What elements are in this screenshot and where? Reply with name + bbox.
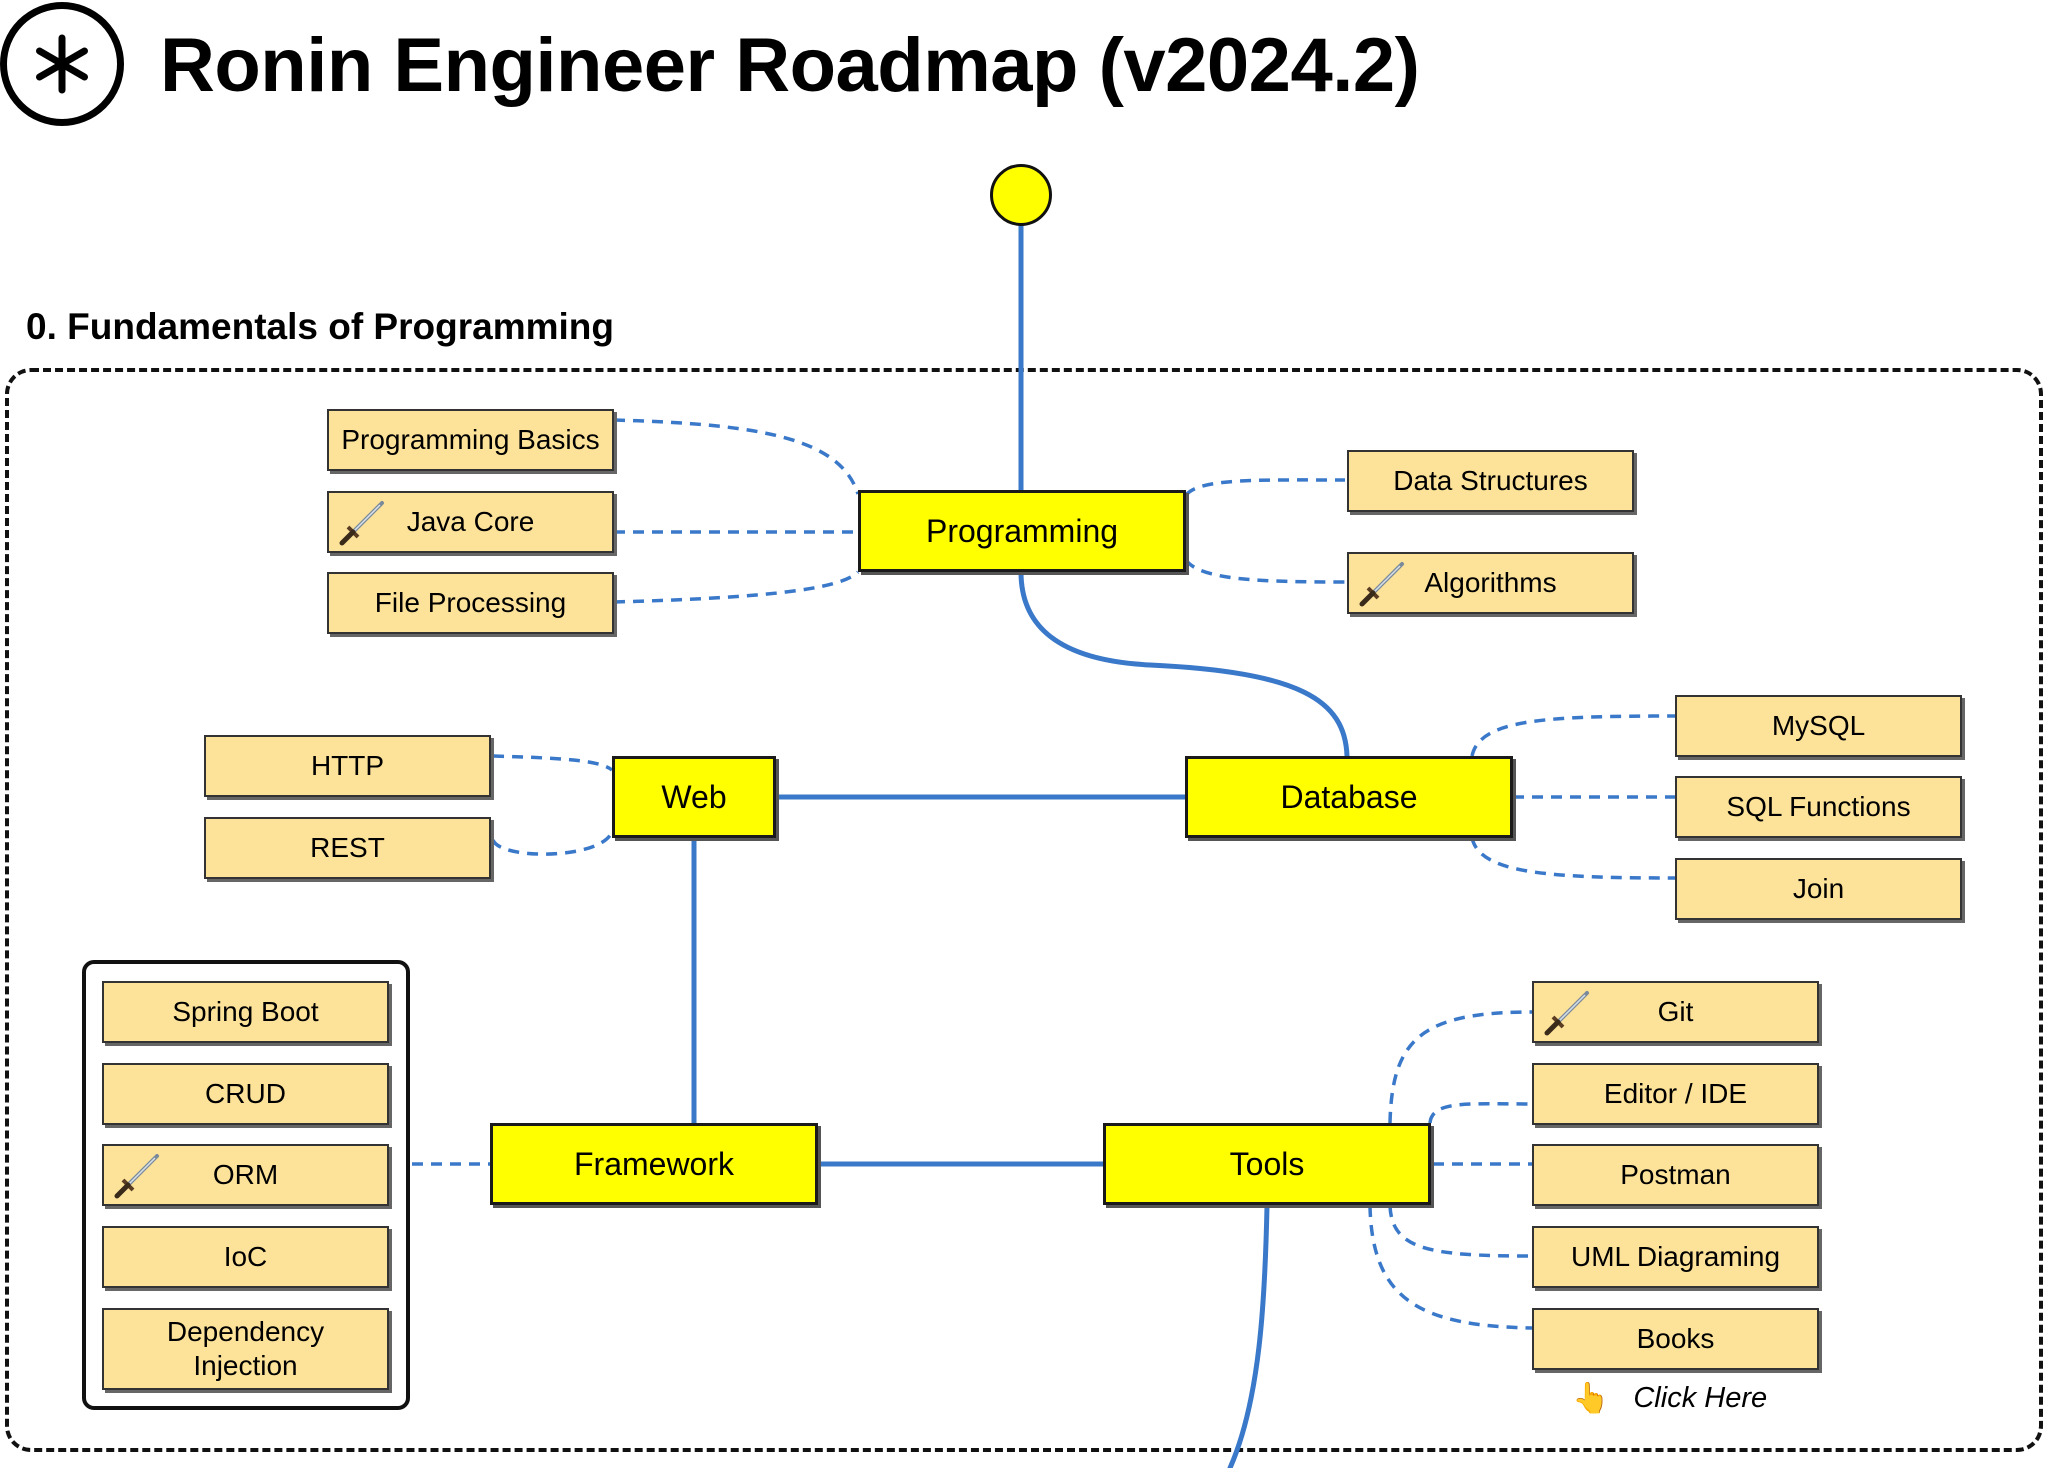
topic-java-core[interactable]: Java Core [327, 491, 614, 553]
topic-data-structures[interactable]: Data Structures [1347, 450, 1634, 512]
katana-icon [339, 501, 384, 546]
topic-label: Algorithms [1424, 567, 1557, 599]
topic-spring-boot[interactable]: Spring Boot [102, 981, 389, 1043]
section-title: 0. Fundamentals of Programming [26, 306, 614, 347]
topic-label: Editor / IDE [1603, 1078, 1748, 1110]
topic-programming-basics[interactable]: Programming Basics [327, 409, 614, 471]
node-tools[interactable]: Tools [1103, 1123, 1431, 1205]
click-here-label: Click Here [1633, 1381, 1768, 1414]
topic-label: MySQL [1771, 710, 1866, 742]
topic-label: Dependency Injection [166, 1316, 325, 1381]
topic-label: SQL Functions [1726, 791, 1911, 823]
katana-icon [114, 1154, 159, 1199]
topic-uml-diagraming[interactable]: UML Diagraming [1532, 1226, 1819, 1288]
topic-editor-ide[interactable]: Editor / IDE [1532, 1063, 1819, 1125]
topic-rest[interactable]: REST [204, 817, 491, 879]
topic-label: UML Diagraming [1570, 1241, 1781, 1273]
page-title: Ronin Engineer Roadmap (v2024.2) [160, 23, 1420, 108]
topic-label: Join [1792, 873, 1845, 905]
topic-label: Postman [1620, 1159, 1731, 1191]
topic-label: Spring Boot [172, 996, 319, 1028]
topic-algorithms[interactable]: Algorithms [1347, 552, 1634, 614]
section-border [5, 368, 2043, 1452]
topic-file-processing[interactable]: File Processing [327, 572, 614, 634]
asterisk-logo-icon [0, 2, 124, 126]
topic-postman[interactable]: Postman [1532, 1144, 1819, 1206]
node-programming[interactable]: Programming [858, 490, 1186, 572]
topic-label: File Processing [374, 587, 567, 619]
node-database[interactable]: Database [1185, 756, 1513, 838]
topic-label: Data Structures [1393, 465, 1588, 497]
topic-label: Books [1636, 1323, 1715, 1355]
topic-http[interactable]: HTTP [204, 735, 491, 797]
topic-dependency-injection[interactable]: Dependency Injection [102, 1308, 389, 1390]
topic-crud[interactable]: CRUD [102, 1063, 389, 1125]
topic-label: Java Core [406, 506, 535, 538]
katana-icon [1544, 991, 1589, 1036]
node-web[interactable]: Web [612, 756, 776, 838]
topic-label: IoC [223, 1241, 268, 1273]
topic-git[interactable]: Git [1532, 981, 1819, 1043]
roadmap-start-point [990, 164, 1052, 226]
topic-join[interactable]: Join [1675, 858, 1962, 920]
pointing-hand-icon: 👆 [1572, 1381, 1610, 1415]
click-here-link[interactable]: 👆 Click Here [1572, 1378, 1767, 1418]
topic-orm[interactable]: ORM [102, 1144, 389, 1206]
topic-ioc[interactable]: IoC [102, 1226, 389, 1288]
topic-label: ORM [212, 1159, 279, 1191]
topic-label: CRUD [205, 1078, 286, 1110]
topic-label: Programming Basics [341, 424, 600, 456]
topic-label: HTTP [310, 750, 385, 782]
node-framework[interactable]: Framework [490, 1123, 818, 1205]
katana-icon [1359, 562, 1404, 607]
topic-label: Git [1657, 996, 1694, 1028]
topic-label: REST [310, 832, 385, 864]
topic-sql-functions[interactable]: SQL Functions [1675, 776, 1962, 838]
topic-books[interactable]: Books [1532, 1308, 1819, 1370]
topic-mysql[interactable]: MySQL [1675, 695, 1962, 757]
